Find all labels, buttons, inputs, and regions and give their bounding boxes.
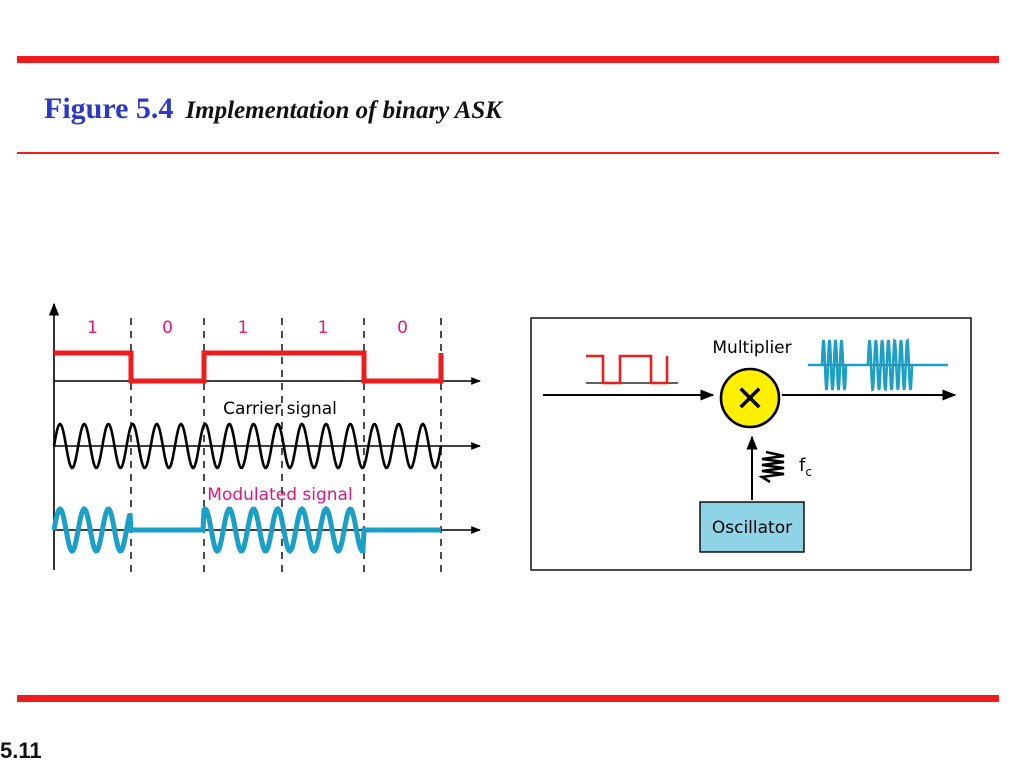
bit-label: 1: [238, 318, 249, 338]
bit-label: 1: [318, 318, 329, 338]
multiplier-label: Multiplier: [712, 338, 791, 358]
bit-label: 0: [397, 318, 408, 338]
page-number: 5.11: [0, 738, 42, 763]
waveform-panel: 1 0 1 1 0 Carrier signal Modulated signal: [48, 302, 481, 572]
top-rule: [17, 56, 999, 63]
bit-label: 0: [162, 318, 173, 338]
frequency-label: fc: [799, 455, 812, 479]
figure-caption: Implementation of binary ASK: [185, 97, 502, 124]
oscillator-label: Oscillator: [712, 518, 792, 538]
carrier-signal-wave: [52, 422, 443, 470]
output-signal-icon: [808, 338, 948, 392]
multiplier-circle: [719, 367, 781, 429]
bottom-rule: [17, 695, 999, 702]
title-underline: [17, 152, 999, 154]
bit-label: 1: [87, 318, 98, 338]
block-diagram: Multiplier ✕ fc Oscillator: [530, 317, 972, 571]
frequency-coil-icon: [758, 450, 785, 484]
oscillator-box: [699, 501, 805, 553]
modulated-signal-label: Modulated signal: [207, 485, 352, 505]
multiplier-icon: ✕: [735, 379, 765, 420]
figure-label: Figure 5.4: [44, 92, 174, 125]
input-signal-icon: [586, 354, 669, 385]
digital-signal-wave: [54, 350, 444, 384]
carrier-signal-label: Carrier signal: [223, 399, 337, 419]
modulated-signal-wave: [51, 505, 441, 555]
slide-title: Figure 5.4 Implementation of binary ASK: [44, 92, 502, 126]
bit-labels: 1 0 1 1 0: [87, 318, 408, 338]
